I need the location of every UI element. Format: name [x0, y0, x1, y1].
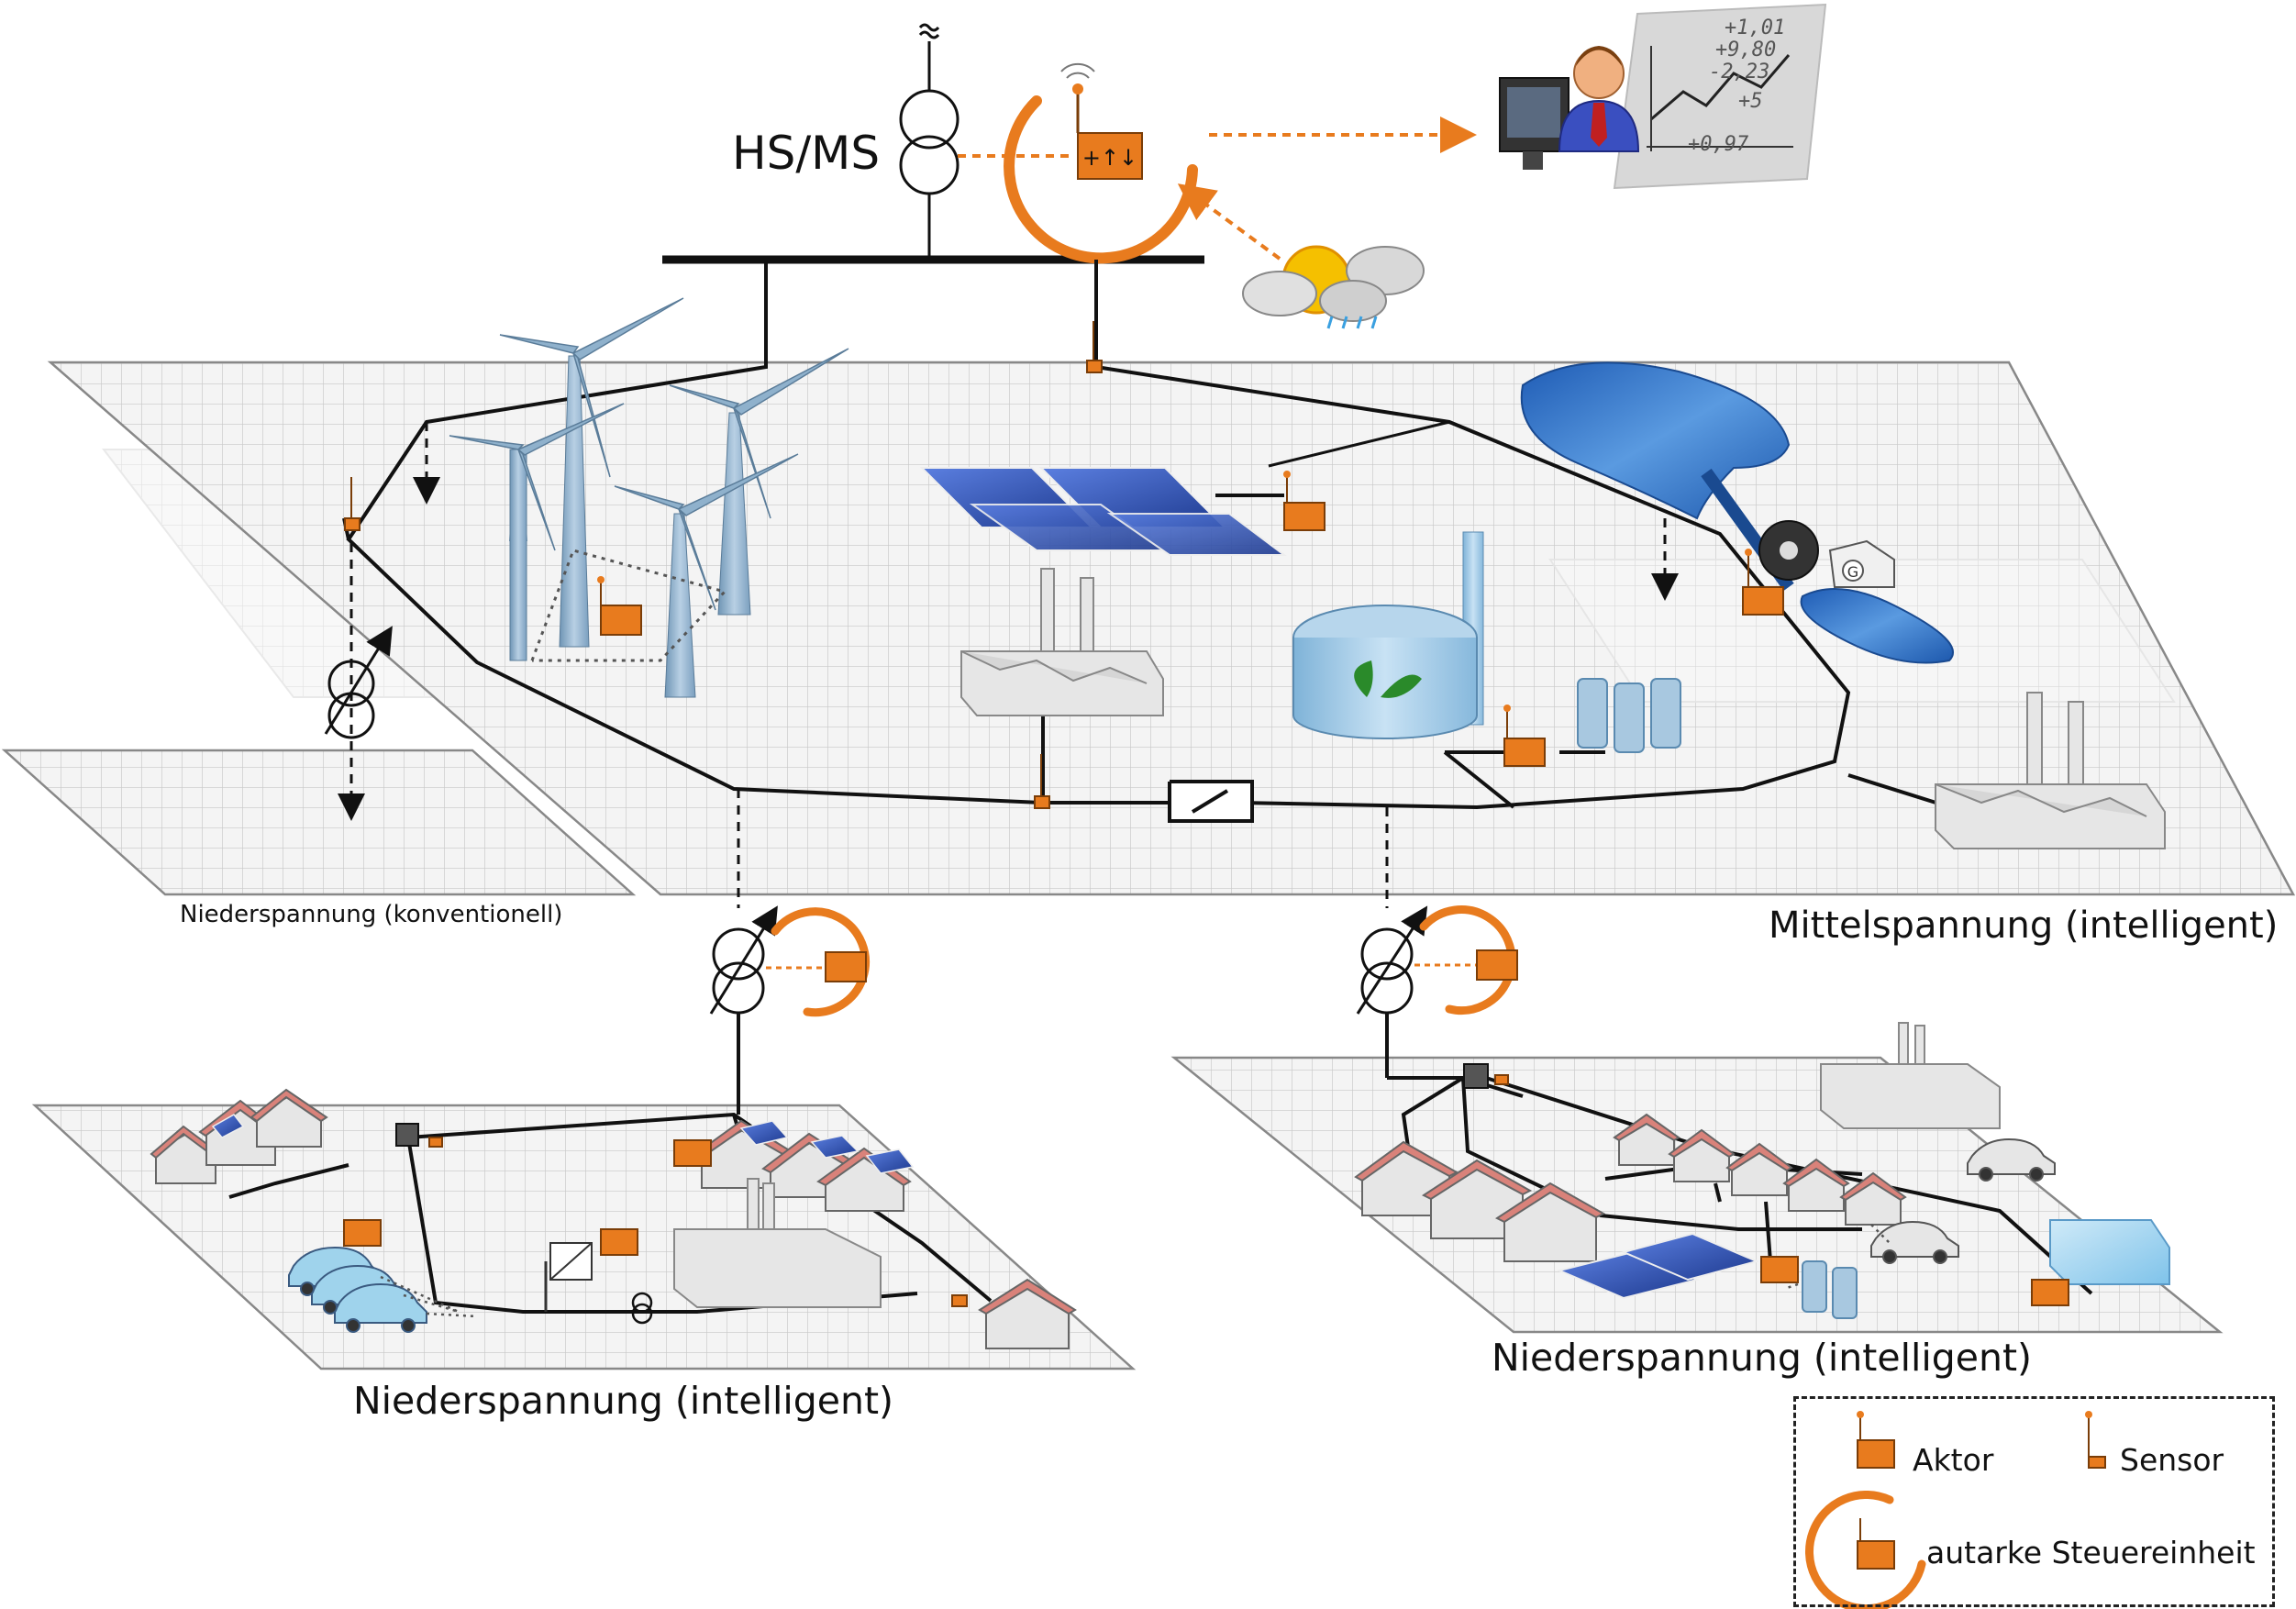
actuator-icon: [343, 1139, 968, 1307]
legend-sensor-label: Sensor: [2120, 1442, 2224, 1478]
svg-text:+↑↓: +↑↓: [1082, 145, 1137, 171]
hs-ms-label: HS/MS: [732, 127, 881, 180]
biogas-plant-icon: [1292, 531, 1484, 739]
ns-left-transformer-icon: [709, 905, 778, 1115]
hs-ms-transformer-icon: [899, 23, 959, 260]
ns-konventionell-plane: [1, 749, 637, 896]
house-icon: [1354, 1113, 1907, 1262]
legend: [1793, 1396, 2275, 1607]
cold-storage-icon: [2049, 1219, 2170, 1285]
svg-text:G: G: [1847, 563, 1858, 581]
legend-control-unit-icon: [1804, 1491, 1926, 1609]
ns-right-cabinet-icon: [1463, 1063, 1489, 1089]
niederspannung-intelligent-left-label: Niederspannung (intelligent): [353, 1379, 894, 1423]
inverter-icon: [544, 1242, 593, 1312]
stock-value: +9,80: [1715, 39, 1777, 61]
wind-actuator-icon: [597, 576, 642, 636]
solar-actuator-icon: [1283, 471, 1325, 531]
legend-autarke-label: autarke Steuereinheit: [1926, 1535, 2256, 1570]
weather-icon: [1242, 245, 1425, 329]
factory-icon: [1820, 1022, 2001, 1129]
generator-icon: G: [1828, 539, 1895, 588]
house-icon: [150, 1088, 1077, 1349]
ns-right-sensor-icon: [1494, 1074, 1509, 1085]
legend-aktor-icon: [1857, 1411, 1895, 1469]
sensor-icon: [344, 321, 1103, 809]
ns-left-cabinet-icon: [395, 1123, 419, 1147]
solar-panel-icon: [211, 1114, 915, 1174]
battery-icon: [1802, 1260, 1858, 1319]
battery-actuator-icon: [1503, 705, 1546, 767]
ns-left-control-unit-icon: [766, 907, 870, 1017]
legend-aktor-label: Aktor: [1913, 1442, 1994, 1478]
factory-icon: [673, 1178, 882, 1308]
mittelspannung-plane: [47, 361, 2296, 896]
factory-icon: [1935, 692, 2166, 849]
solar-panel-icon: [1556, 1232, 1760, 1300]
ns-right-transformer-icon: [1356, 905, 1428, 1078]
stock-value: -2,23: [1709, 61, 1770, 83]
stock-value: +5: [1738, 90, 1763, 113]
battery-icon: [1577, 678, 1681, 753]
ns-left-sensor-icon: [428, 1137, 443, 1148]
ns-right-control-unit-icon: [1414, 905, 1518, 1015]
factory-icon: [960, 568, 1164, 716]
electric-car-icon: [1870, 1137, 2056, 1264]
hydro-reservoir-icon: [1520, 361, 1954, 664]
niederspannung-konventionell-label: Niederspannung (konventionell): [180, 901, 563, 928]
top-control-unit-icon: +↑↓: [958, 62, 1198, 264]
electric-car-icon: [288, 1246, 427, 1333]
actuator-icon: [1760, 1256, 2069, 1306]
weather-to-control-arrow: [1177, 183, 1281, 261]
operator-icon: [1499, 3, 1827, 190]
transformer-konventionell-icon: [324, 626, 393, 739]
mittelspannung-label: Mittelspannung (intelligent): [1769, 904, 2279, 947]
hydro-actuator-icon: [1742, 549, 1784, 616]
niederspannung-intelligent-right-label: Niederspannung (intelligent): [1492, 1336, 2033, 1380]
wind-turbine-icon: [449, 297, 849, 698]
ns-left-meter-icon: [631, 1292, 653, 1325]
legend-sensor-icon: [2085, 1411, 2106, 1469]
stock-value: +0,97: [1688, 133, 1749, 156]
stock-value: +1,01: [1725, 17, 1786, 39]
solar-panel-icon: [919, 467, 1287, 556]
